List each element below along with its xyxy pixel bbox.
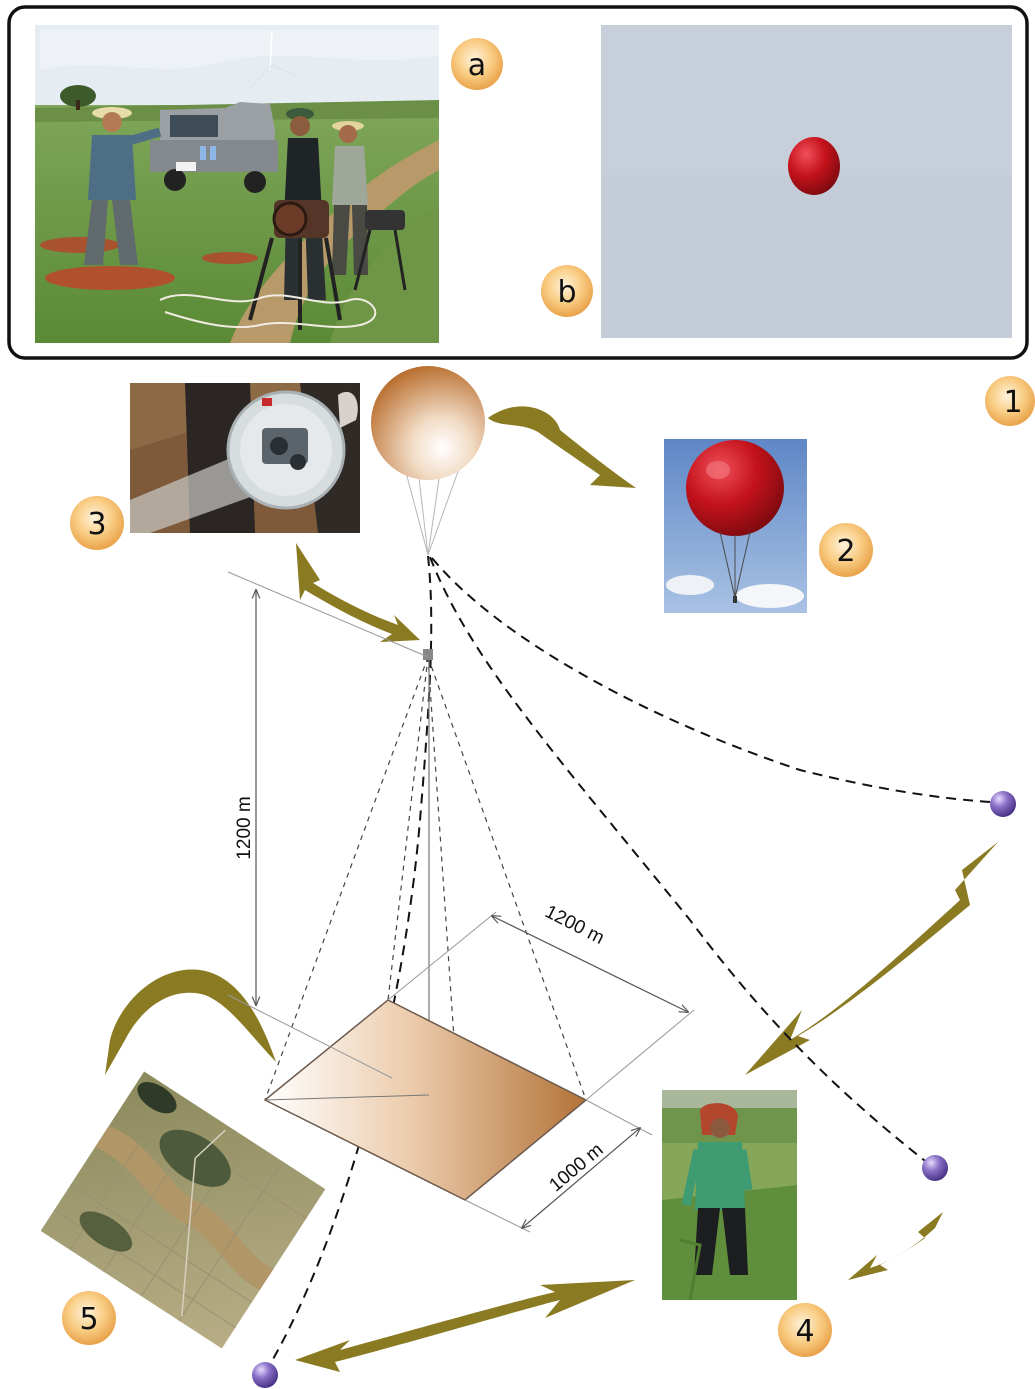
svg-text:3: 3: [87, 507, 106, 542]
svg-text:5: 5: [79, 1302, 98, 1337]
ground-marker-southeast: [922, 1155, 948, 1181]
depth-label: 1000 m: [545, 1139, 607, 1196]
svg-text:4: 4: [795, 1314, 814, 1349]
badge-3: 3: [70, 496, 124, 550]
distant-red-balloon: [788, 137, 840, 195]
camera-icon: [423, 649, 433, 660]
svg-text:b: b: [557, 275, 576, 310]
badge-1: 1: [985, 376, 1035, 426]
survey-balloon: [371, 366, 485, 555]
badge-2: 2: [819, 523, 873, 577]
arrow-marker-to-photo-4-long: [745, 842, 998, 1075]
arrow-balloon-to-photo-2: [488, 406, 636, 488]
photo-2-red-balloon: [664, 439, 807, 613]
badge-a: a: [451, 38, 503, 90]
arrow-marker-to-photo-4-short: [848, 1212, 943, 1280]
photo-a-launch-crew: [35, 25, 439, 343]
photo-3-camera-rig: [130, 383, 360, 533]
badge-5: 5: [62, 1291, 116, 1345]
svg-text:a: a: [468, 48, 486, 83]
badge-4: 4: [778, 1303, 832, 1357]
badge-b: b: [541, 265, 593, 317]
ground-marker-south: [252, 1362, 278, 1388]
photo-b-balloon-in-sky: [601, 25, 1012, 338]
ground-footprint-patch: [265, 1000, 586, 1200]
ground-marker-east: [990, 791, 1016, 817]
arrow-marker-to-photo-5-bottom: [295, 1280, 635, 1372]
height-label: 1200 m: [234, 796, 255, 859]
photo-4-field-worker: [662, 1090, 797, 1300]
svg-text:1: 1: [1003, 385, 1022, 420]
svg-text:2: 2: [836, 534, 855, 569]
dimension-height: 1200 m: [228, 572, 428, 1078]
width-label: 1200 m: [541, 901, 607, 948]
arrow-patch-to-photo-5: [105, 970, 276, 1075]
